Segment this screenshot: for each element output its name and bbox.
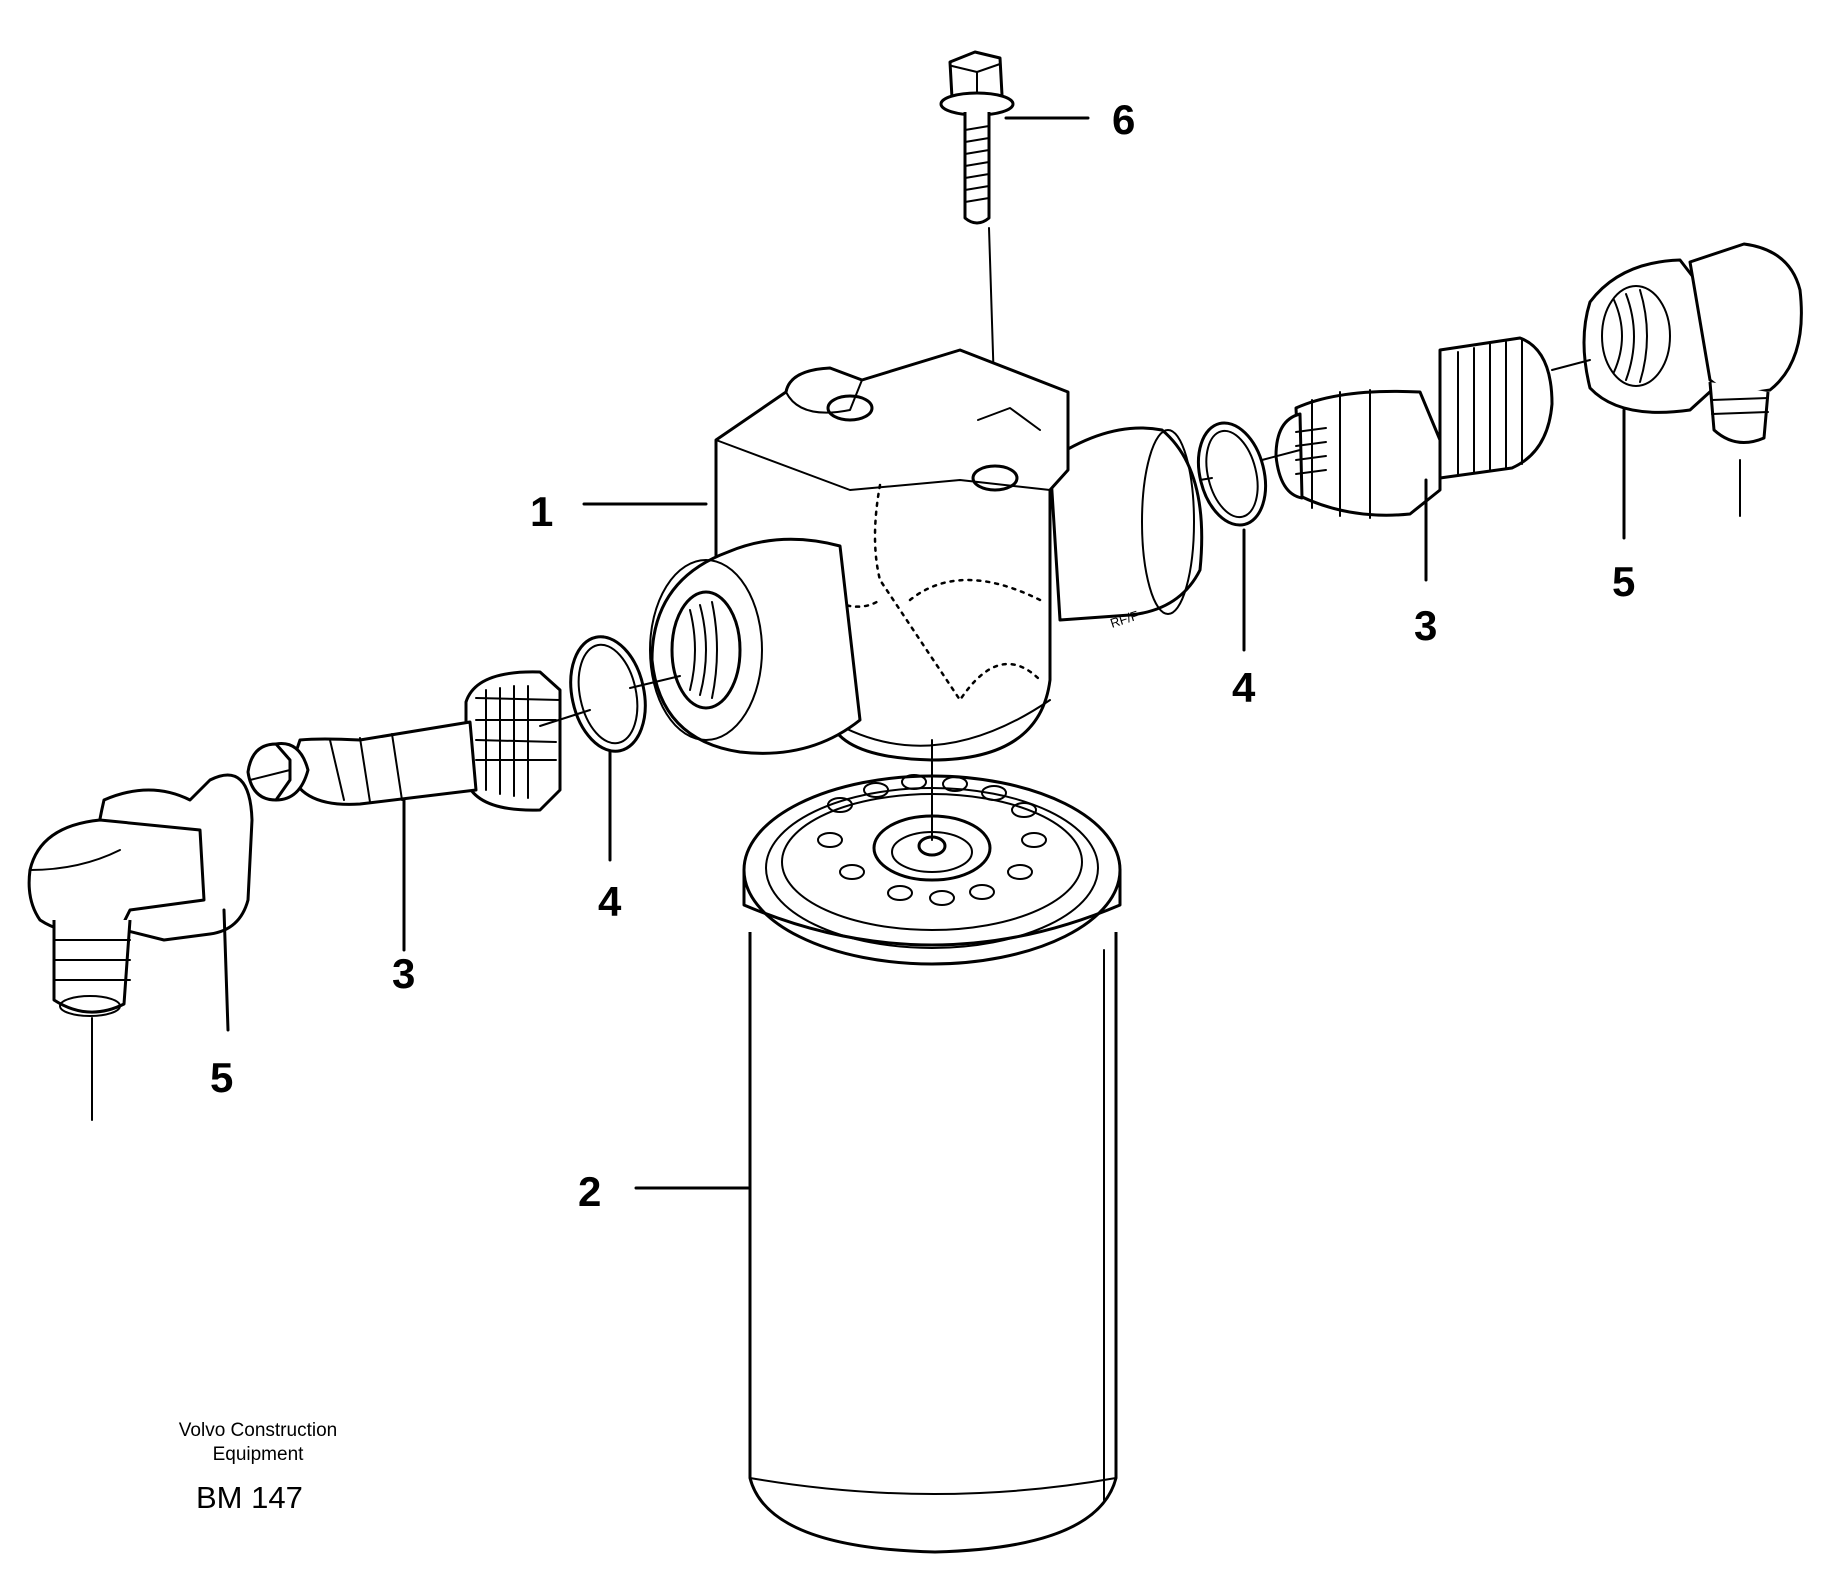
callout-3-right: 3	[1414, 602, 1437, 649]
filter-head: RF/F	[649, 348, 1204, 762]
adapter-nipple-left	[246, 670, 562, 812]
elbow-fitting-right	[1582, 242, 1803, 517]
leader-lines	[222, 116, 1626, 1190]
filter-cartridge	[742, 759, 1122, 1554]
callout-6: 6	[1112, 96, 1135, 143]
callout-5-left: 5	[210, 1054, 233, 1101]
elbow-fitting-left	[27, 773, 254, 1121]
o-ring-right	[1196, 421, 1268, 527]
company-name-line1: Volvo Construction	[179, 1420, 337, 1441]
callout-3-left: 3	[392, 950, 415, 997]
figure-code: BM 147	[196, 1480, 303, 1515]
filter-holes	[817, 774, 1047, 906]
callout-5-right: 5	[1612, 558, 1635, 605]
company-name-line2: Equipment	[213, 1444, 305, 1465]
callout-1: 1	[530, 488, 553, 535]
callout-4-right: 4	[1232, 664, 1256, 711]
assembly-lines	[249, 359, 1591, 781]
adapter-nipple-right	[1274, 336, 1554, 519]
callout-4-left: 4	[598, 878, 622, 925]
o-ring-left	[569, 635, 647, 753]
callout-2: 2	[578, 1168, 601, 1215]
